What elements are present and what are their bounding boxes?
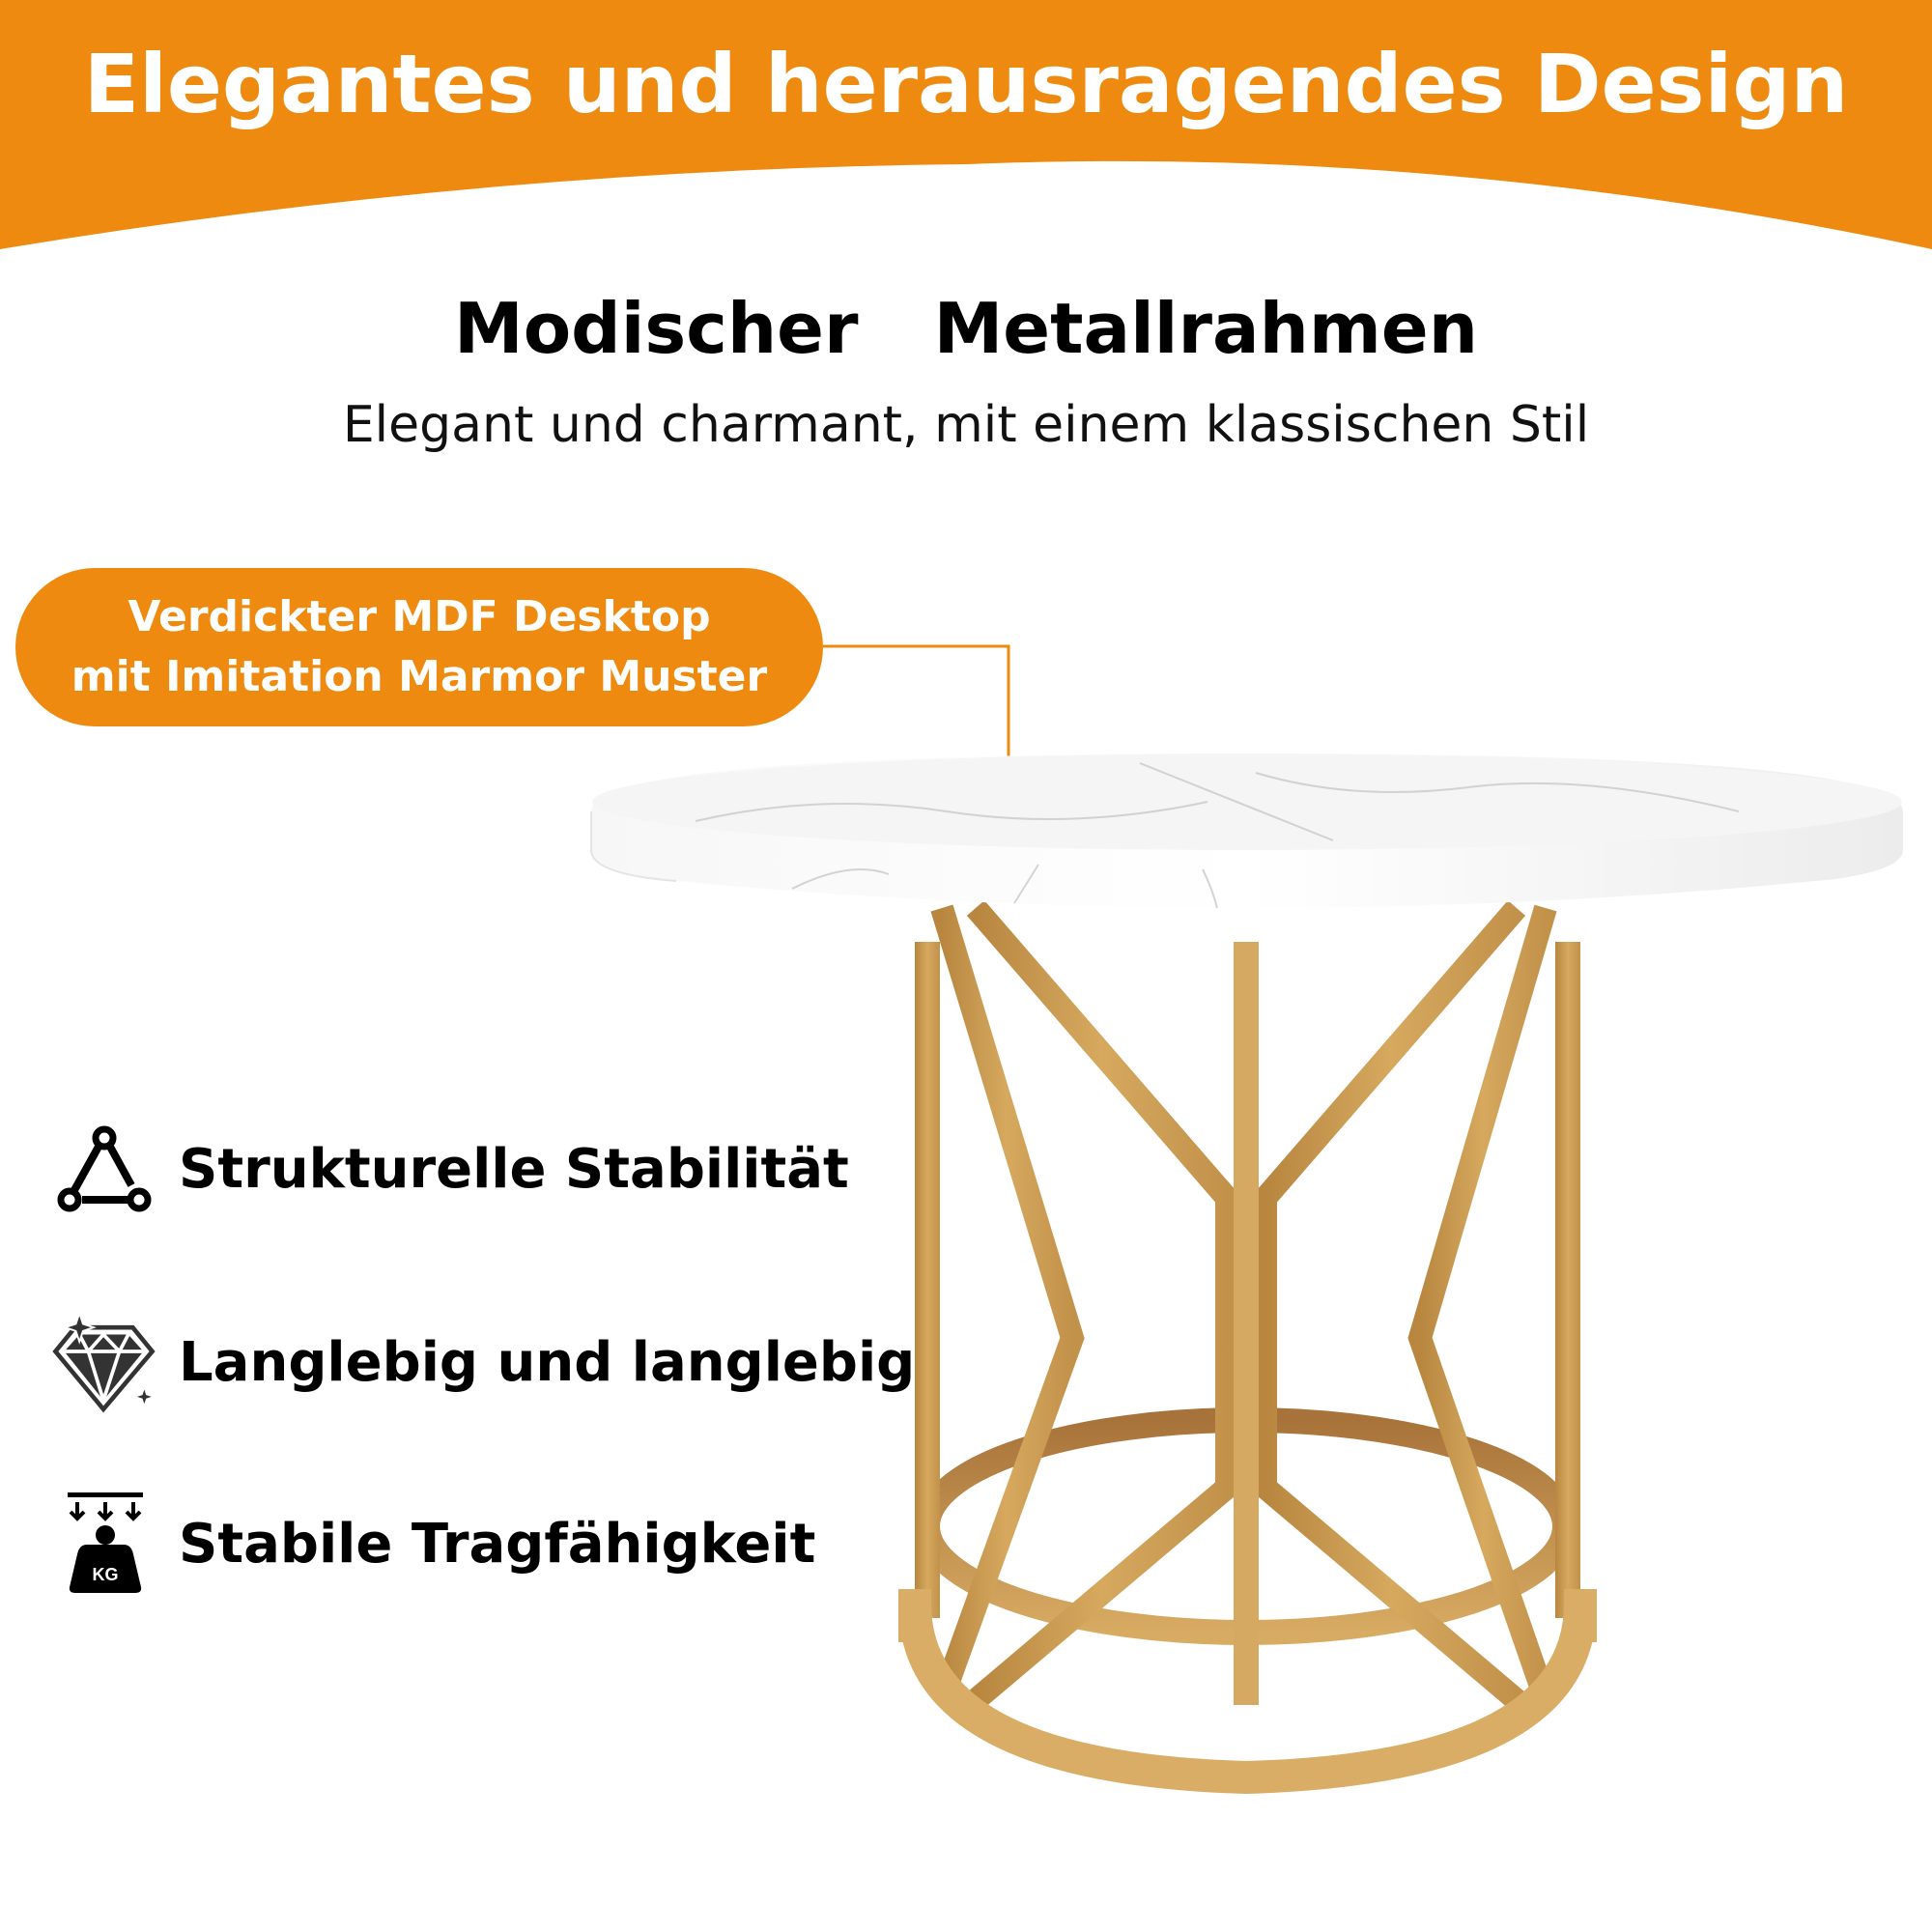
callout-line-2: mit Imitation Marmor Muster: [71, 652, 768, 701]
callout-leader-line: [823, 644, 1017, 781]
banner-title: Elegantes und herausragendes Design: [83, 37, 1849, 131]
callout-line-1: Verdickter MDF Desktop: [128, 592, 711, 641]
header-banner: Elegantes und herausragendes Design: [0, 0, 1932, 261]
feature-item-durability: Langlebig und langlebig: [48, 1310, 916, 1412]
callout-badge: Verdickter MDF Desktop mit Imitation Mar…: [15, 568, 823, 726]
svg-text:KG: KG: [92, 1565, 118, 1584]
feature-label: Strukturelle Stabilität: [179, 1137, 849, 1201]
metal-frame: [930, 900, 1557, 1710]
feature-label: Langlebig und langlebig: [179, 1330, 916, 1394]
triangle-nodes-icon: [48, 1121, 159, 1217]
section-title: Modischer Metallrahmen: [454, 288, 1478, 369]
feature-label: Stabile Tragfähigkeit: [179, 1512, 816, 1576]
feature-item-stability: Strukturelle Stabilität: [48, 1121, 849, 1217]
banner-shape: [0, 0, 1932, 249]
feature-item-load-capacity: KG Stabile Tragfähigkeit: [48, 1492, 816, 1593]
kg-weight-icon: KG: [48, 1492, 159, 1593]
diamond-icon: [48, 1310, 159, 1412]
section-subtitle: Elegant und charmant, mit einem klassisc…: [342, 396, 1590, 454]
